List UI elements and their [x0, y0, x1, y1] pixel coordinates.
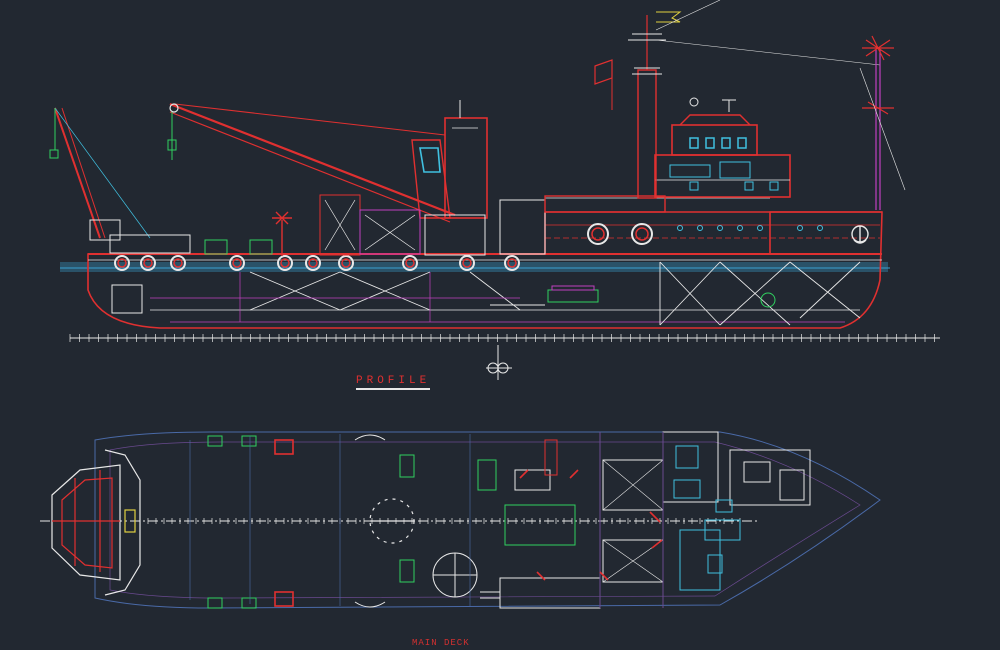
centerline-symbol: [486, 345, 512, 380]
anchor-icon: [851, 225, 869, 244]
life-rings: [114, 223, 653, 271]
deck-superstructure-mid: [109, 194, 546, 256]
life-rings-inner: [117, 227, 649, 268]
deck-hatch: [369, 498, 415, 544]
stern-frame: [51, 449, 141, 596]
crane-tower: [411, 100, 488, 219]
portholes: [677, 225, 823, 231]
deck-post: [272, 211, 292, 256]
fore-antenna-mast: [859, 35, 906, 210]
deck-red-markers: [519, 469, 663, 581]
deck-compartments-fore: [599, 431, 811, 608]
deck-equipment-mid: [399, 439, 601, 609]
deck-outline: [94, 431, 881, 609]
main-deck-label: MAIN DECK: [412, 638, 470, 648]
deck-hatch-aft: [432, 552, 478, 598]
forecastle: [544, 211, 882, 254]
radar-equipment: [689, 97, 736, 112]
deck-frame-lines: [189, 434, 471, 606]
profile-label: PROFILE: [356, 375, 431, 390]
aft-crane: [49, 107, 151, 241]
hull-outline: [87, 211, 883, 329]
main-mast: [594, 0, 881, 199]
bridge-superstructure: [544, 114, 791, 213]
hull-internal-lines: [150, 272, 520, 322]
deck-fittings: [207, 434, 386, 609]
main-deck-plan: [40, 431, 881, 609]
deck-inner-outline: [109, 441, 861, 599]
profile-view: [49, 0, 940, 380]
frame-ruler: [69, 334, 940, 342]
propulsion-unit: [111, 284, 776, 314]
main-crane-boom: [167, 102, 456, 223]
hull-bracing: [249, 261, 861, 326]
waterline: [60, 262, 888, 272]
